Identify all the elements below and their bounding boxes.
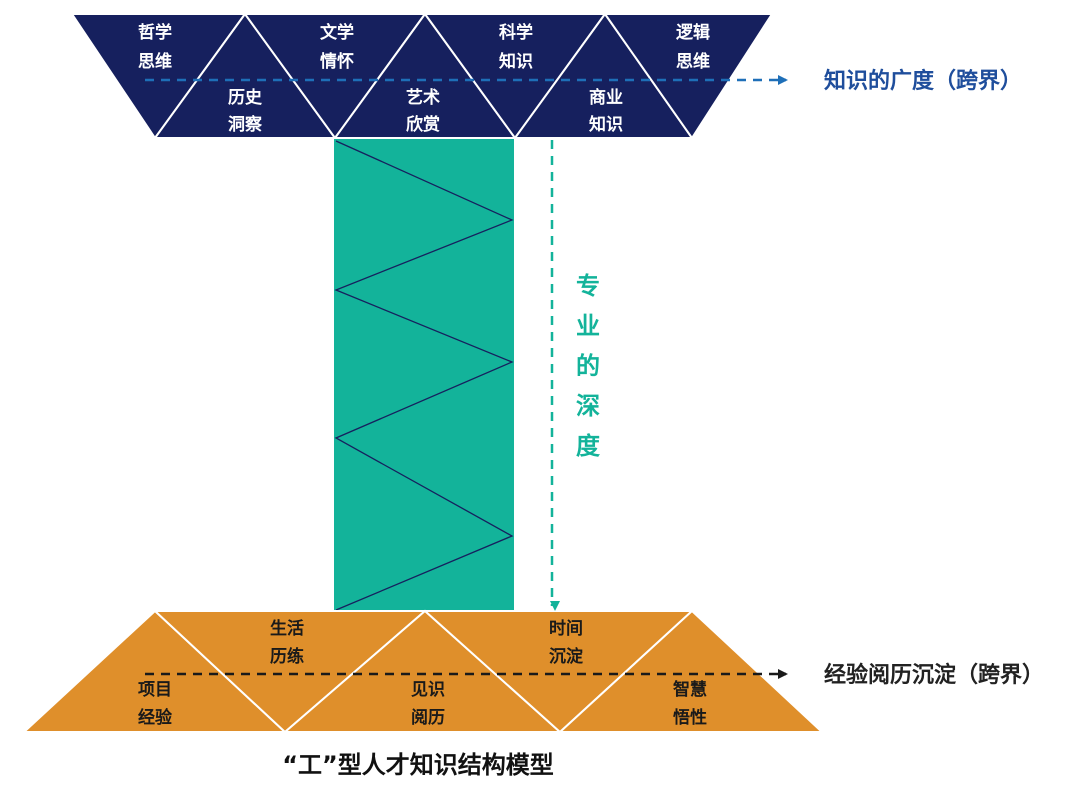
depth-label-char: 度: [576, 432, 601, 460]
top-label-science-line2: 知识: [498, 51, 533, 72]
bottom-label-time-line2: 沉淀: [549, 646, 584, 667]
bottom-label-project-line1: 项目: [138, 680, 172, 700]
top-label-literature-line1: 文学: [320, 22, 354, 43]
top-label-business-line1: 商业: [589, 87, 623, 108]
top-label-history-line2: 洞察: [228, 114, 263, 135]
diagram-caption: “工”型人才知识结构模型: [282, 751, 554, 779]
bottom-label-life-line2: 历练: [270, 646, 304, 667]
top-breadth-band: [70, 12, 774, 140]
top-label-logic-line2: 思维: [676, 51, 710, 72]
bottom-experience-band: [21, 609, 825, 734]
depth-label-char: 专: [576, 272, 600, 300]
bottom-label-project-line2: 经验: [138, 707, 173, 728]
bottom-label-insight-line2: 阅历: [411, 707, 445, 728]
bottom-label-time-line1: 时间: [549, 618, 583, 639]
top-label-history-line1: 历史: [228, 87, 263, 108]
top-label-philosophy-line2: 思维: [138, 51, 172, 72]
breadth-side-label: 知识的广度（跨界）: [824, 68, 1022, 94]
bottom-triangle: [557, 609, 825, 733]
bottom-label-insight-line1: 见识: [411, 680, 445, 700]
top-label-literature-line2: 情怀: [320, 51, 354, 72]
top-label-art-line1: 艺术: [406, 87, 440, 108]
top-label-art-line2: 欣赏: [406, 114, 440, 135]
pillar-body: [334, 139, 514, 611]
bottom-label-wisdom-line1: 智慧: [673, 679, 707, 700]
top-label-science-line1: 科学: [499, 22, 533, 43]
depth-pillar: [334, 139, 514, 611]
bottom-label-wisdom-line2: 悟性: [673, 707, 707, 728]
pillar-zigzag: [334, 140, 514, 611]
top-label-philosophy-line1: 哲学: [138, 22, 172, 43]
depth-label-char: 的: [576, 352, 600, 380]
top-label-logic-line1: 逻辑: [676, 22, 710, 43]
depth-label-char: 业: [576, 312, 600, 340]
depth-label-char: 深: [576, 392, 600, 420]
bottom-label-life-line1: 生活: [270, 618, 304, 639]
top-triangle: [603, 13, 774, 140]
top-label-business-line2: 知识: [588, 114, 623, 135]
experience-side-label: 经验阅历沉淀（跨界）: [824, 662, 1044, 688]
